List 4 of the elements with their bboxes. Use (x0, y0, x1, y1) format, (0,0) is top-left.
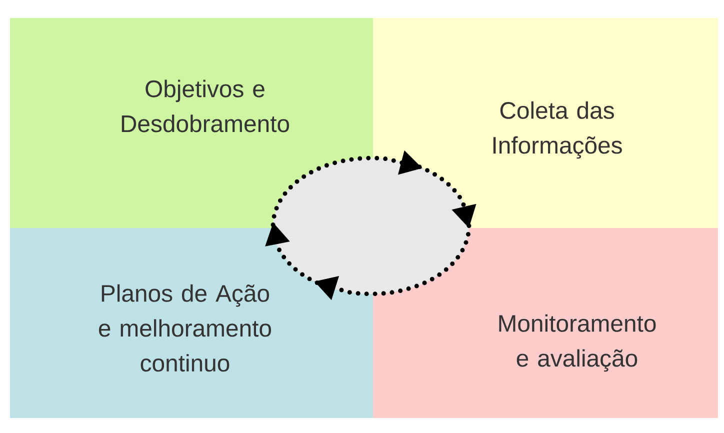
quadrant-panel: Planos de Ação e melhoramento continuo (10, 228, 373, 418)
quadrant-panel: Coleta das Informações (373, 18, 718, 228)
quadrant-panel: Objetivos e Desdobramento (10, 18, 373, 228)
quadrant-panel: Monitoramento e avaliação (373, 228, 718, 418)
